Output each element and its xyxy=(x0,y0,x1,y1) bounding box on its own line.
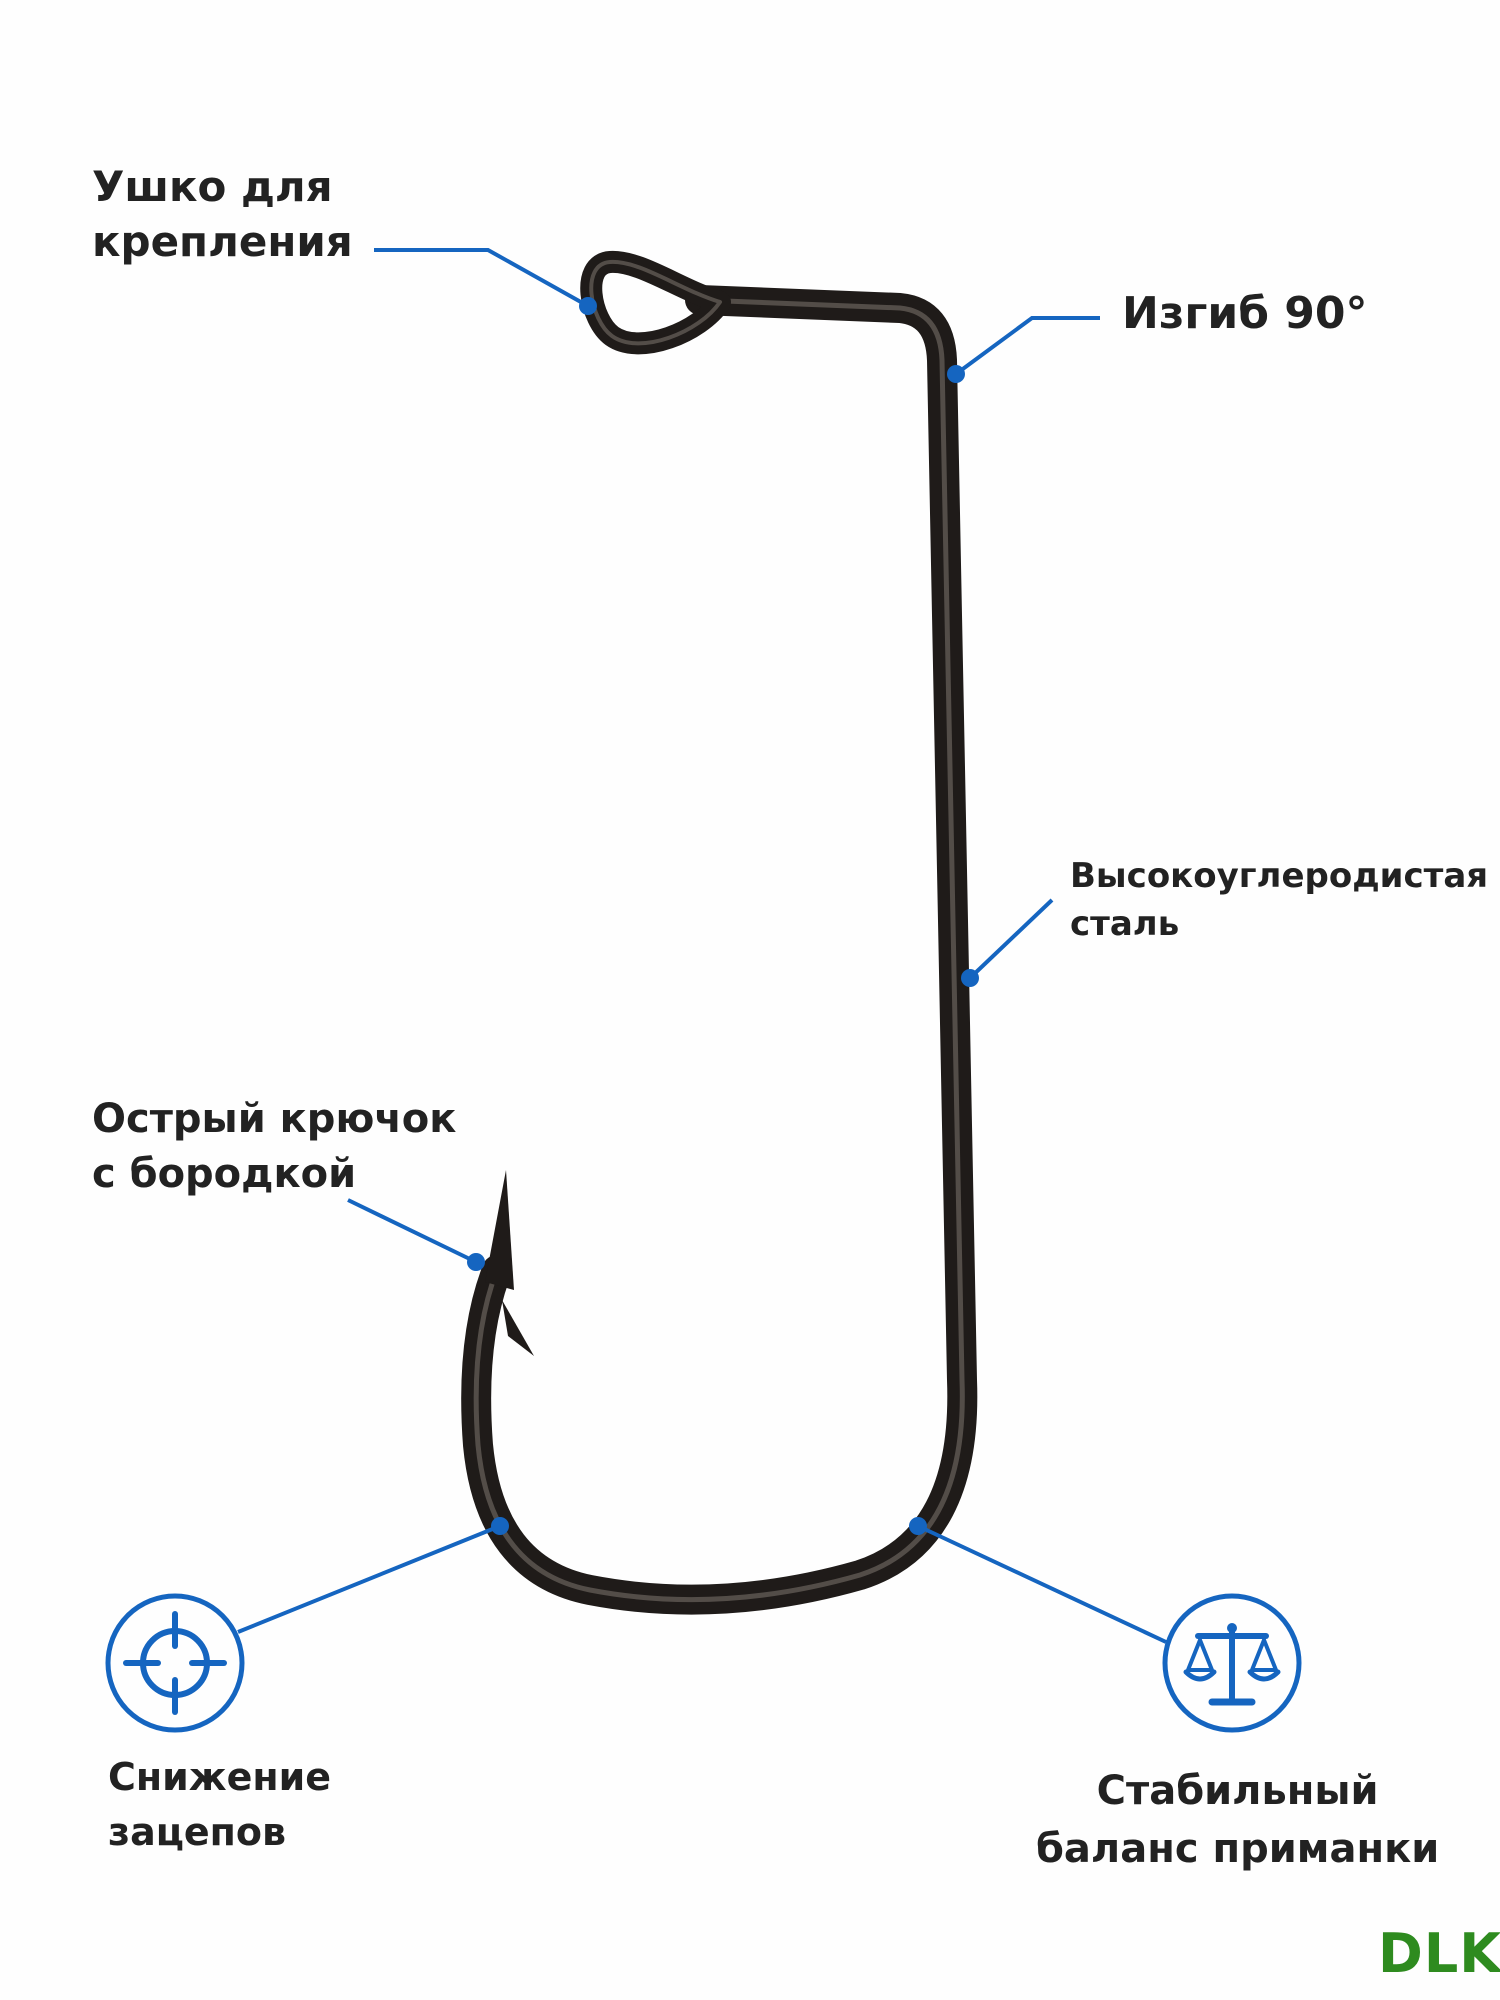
snag-feature-line1: Снижение xyxy=(108,1755,332,1799)
steel-leader-line xyxy=(968,898,1054,980)
snag-dot xyxy=(491,1517,509,1535)
steel-dot xyxy=(961,969,979,987)
eye-callout-label: Ушко для крепления xyxy=(92,160,353,269)
hook-point xyxy=(485,1170,514,1290)
steel-callout-line2: сталь xyxy=(1070,904,1180,945)
callout-dots xyxy=(467,297,979,1535)
snag-leader-line xyxy=(237,1524,501,1634)
balance-feature-line2: баланс приманки xyxy=(1036,1826,1440,1872)
balance-feature-line1: Стабильный xyxy=(1096,1768,1379,1814)
eye-leader-line xyxy=(374,248,589,308)
bend-callout-text: Изгиб 90° xyxy=(1122,288,1368,339)
scales-icon xyxy=(1162,1593,1302,1733)
snag-feature-line2: зацепов xyxy=(108,1810,287,1855)
steel-callout-line1: Высокоуглеродистая xyxy=(1070,856,1489,896)
point-leader-line xyxy=(347,1198,477,1264)
balance-leader-line xyxy=(917,1524,1167,1644)
eye-dot xyxy=(579,297,597,315)
crosshair-icon xyxy=(105,1593,245,1733)
hook-shank-highlight xyxy=(473,297,965,1603)
eye-callout-line1: Ушко для xyxy=(92,162,333,211)
point-callout-label: Острый крючок с бородкой xyxy=(92,1092,456,1202)
brand-logo: DLK xyxy=(1378,1922,1500,1985)
hook-barb xyxy=(502,1300,534,1356)
steel-callout-label: Высокоуглеродистая сталь xyxy=(1070,852,1488,949)
balance-feature-label: Стабильный баланс приманки xyxy=(1036,1762,1439,1878)
point-dot xyxy=(467,1253,485,1271)
point-callout-line1: Острый крючок xyxy=(92,1096,457,1142)
eye-callout-line2: крепления xyxy=(92,216,353,266)
callout-lines xyxy=(237,248,1167,1644)
bend-dot xyxy=(947,365,965,383)
bend-callout-label: Изгиб 90° xyxy=(1122,285,1367,342)
snag-feature-label: Снижение зацепов xyxy=(108,1750,331,1860)
bend-leader-line xyxy=(954,316,1100,376)
hook-eye-highlight xyxy=(589,259,722,346)
jig-hook xyxy=(461,250,978,1615)
point-callout-line2: с бородкой xyxy=(92,1151,357,1198)
hook-shank xyxy=(461,285,978,1615)
balance-dot xyxy=(909,1517,927,1535)
